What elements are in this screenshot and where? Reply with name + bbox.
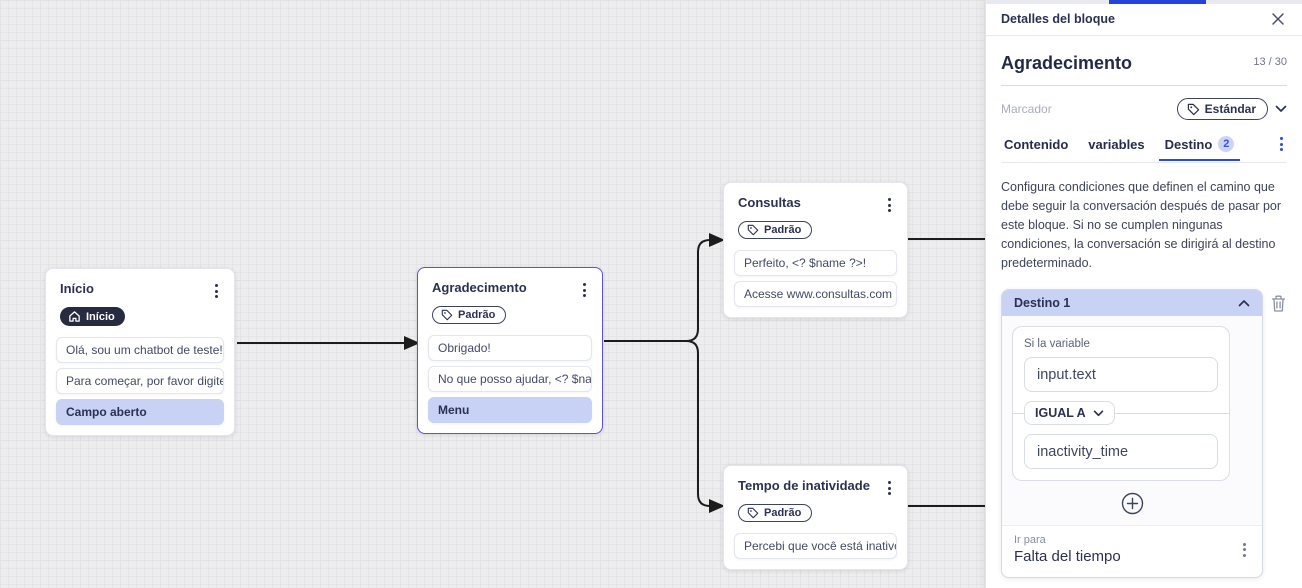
goto-label: Ir para — [1014, 534, 1046, 546]
destination-header[interactable]: Destino 1 — [1002, 290, 1262, 316]
tag-icon — [1187, 103, 1199, 115]
value-input[interactable]: inactivity_time — [1024, 434, 1218, 469]
node-menu-icon[interactable] — [884, 195, 895, 215]
panel-title: Detalles del bloque — [1001, 12, 1115, 26]
condition-card: Si la variable input.text IGUAL A inacti… — [1012, 326, 1230, 481]
tab-variables[interactable]: variables — [1088, 136, 1145, 152]
node-menu-icon[interactable] — [884, 478, 895, 498]
node-menu-icon[interactable] — [579, 280, 590, 300]
node-open-field[interactable]: Campo aberto — [56, 399, 224, 425]
node-message[interactable]: No que posso ajudar, <? $name ... — [428, 366, 592, 392]
node-message[interactable]: Para começar, por favor digite o ... — [56, 368, 224, 394]
tag-icon — [747, 224, 759, 236]
tab-destino[interactable]: Destino 2 — [1158, 136, 1240, 161]
condition-label: Si la variable — [1024, 338, 1090, 350]
flow-canvas[interactable]: Início Início Olá, sou um chatbot de tes… — [0, 0, 985, 588]
destination-card: Destino 1 Si la variable input.text IGUA… — [1001, 289, 1263, 578]
node-message[interactable]: Acesse www.consultas.com par... — [734, 281, 897, 307]
flow-node-inicio[interactable]: Início Início Olá, sou um chatbot de tes… — [45, 268, 235, 436]
close-icon[interactable] — [1269, 10, 1287, 28]
node-message[interactable]: Olá, sou um chatbot de teste! — [56, 337, 224, 363]
node-title: Início — [60, 281, 94, 296]
destination-title: Destino 1 — [1014, 296, 1071, 310]
operator-select[interactable]: IGUAL A — [1024, 401, 1115, 425]
marker-badge: Padrão — [432, 306, 507, 324]
goto-value[interactable]: Falta del tiempo — [1014, 548, 1121, 565]
panel-tabs: Contenido variables Destino 2 — [1001, 134, 1287, 163]
variable-input[interactable]: input.text — [1024, 357, 1218, 392]
block-name: Agradecimento — [1001, 53, 1133, 73]
node-message[interactable]: Obrigado! — [428, 335, 592, 361]
chevron-up-icon[interactable] — [1238, 299, 1250, 307]
goto-menu-icon[interactable] — [1239, 540, 1250, 560]
tag-icon — [747, 507, 759, 519]
block-details-panel: Detalles del bloque Agradecimento 13 / 3… — [985, 0, 1302, 588]
marker-label: Marcador — [1001, 102, 1052, 116]
flow-node-tempo-inatividade[interactable]: Tempo de inatividade Padrão Percebi que … — [723, 465, 908, 570]
flow-edges — [237, 233, 985, 513]
tabs-menu-icon[interactable] — [1276, 134, 1287, 154]
chevron-down-icon[interactable] — [1275, 105, 1287, 113]
flow-node-consultas[interactable]: Consultas Padrão Perfeito, <? $name ?>! … — [723, 182, 908, 318]
node-message[interactable]: Perfeito, <? $name ?>! — [734, 250, 897, 276]
tab-contenido[interactable]: Contenido — [1004, 136, 1069, 152]
trash-icon[interactable] — [1270, 289, 1287, 318]
tag-icon — [441, 309, 453, 321]
panel-scrollbar[interactable] — [986, 0, 1302, 4]
chevron-down-icon — [1093, 409, 1103, 416]
flow-node-agradecimento[interactable]: Agradecimento Padrão Obrigado! No que po… — [417, 267, 603, 434]
node-title: Consultas — [738, 195, 801, 210]
panel-scrollbar-thumb[interactable] — [1109, 0, 1206, 4]
char-counter: 13 / 30 — [1253, 56, 1287, 68]
node-title: Tempo de inatividade — [738, 478, 870, 493]
node-menu-block[interactable]: Menu — [428, 397, 592, 423]
start-badge: Início — [60, 307, 125, 326]
marker-chip[interactable]: Estándar — [1176, 98, 1268, 120]
home-icon — [69, 311, 80, 322]
node-message[interactable]: Percebi que você está inativo. C... — [734, 533, 897, 559]
node-menu-icon[interactable] — [211, 281, 222, 301]
marker-badge: Padrão — [738, 504, 813, 522]
add-condition-icon[interactable] — [1121, 492, 1144, 515]
destination-description: Configura condiciones que definen el cam… — [1001, 180, 1282, 270]
node-title: Agradecimento — [432, 280, 527, 295]
goto-section: Ir para Falta del tiempo — [1002, 525, 1262, 577]
destination-count-badge: 2 — [1218, 136, 1235, 152]
marker-badge: Padrão — [738, 221, 813, 239]
